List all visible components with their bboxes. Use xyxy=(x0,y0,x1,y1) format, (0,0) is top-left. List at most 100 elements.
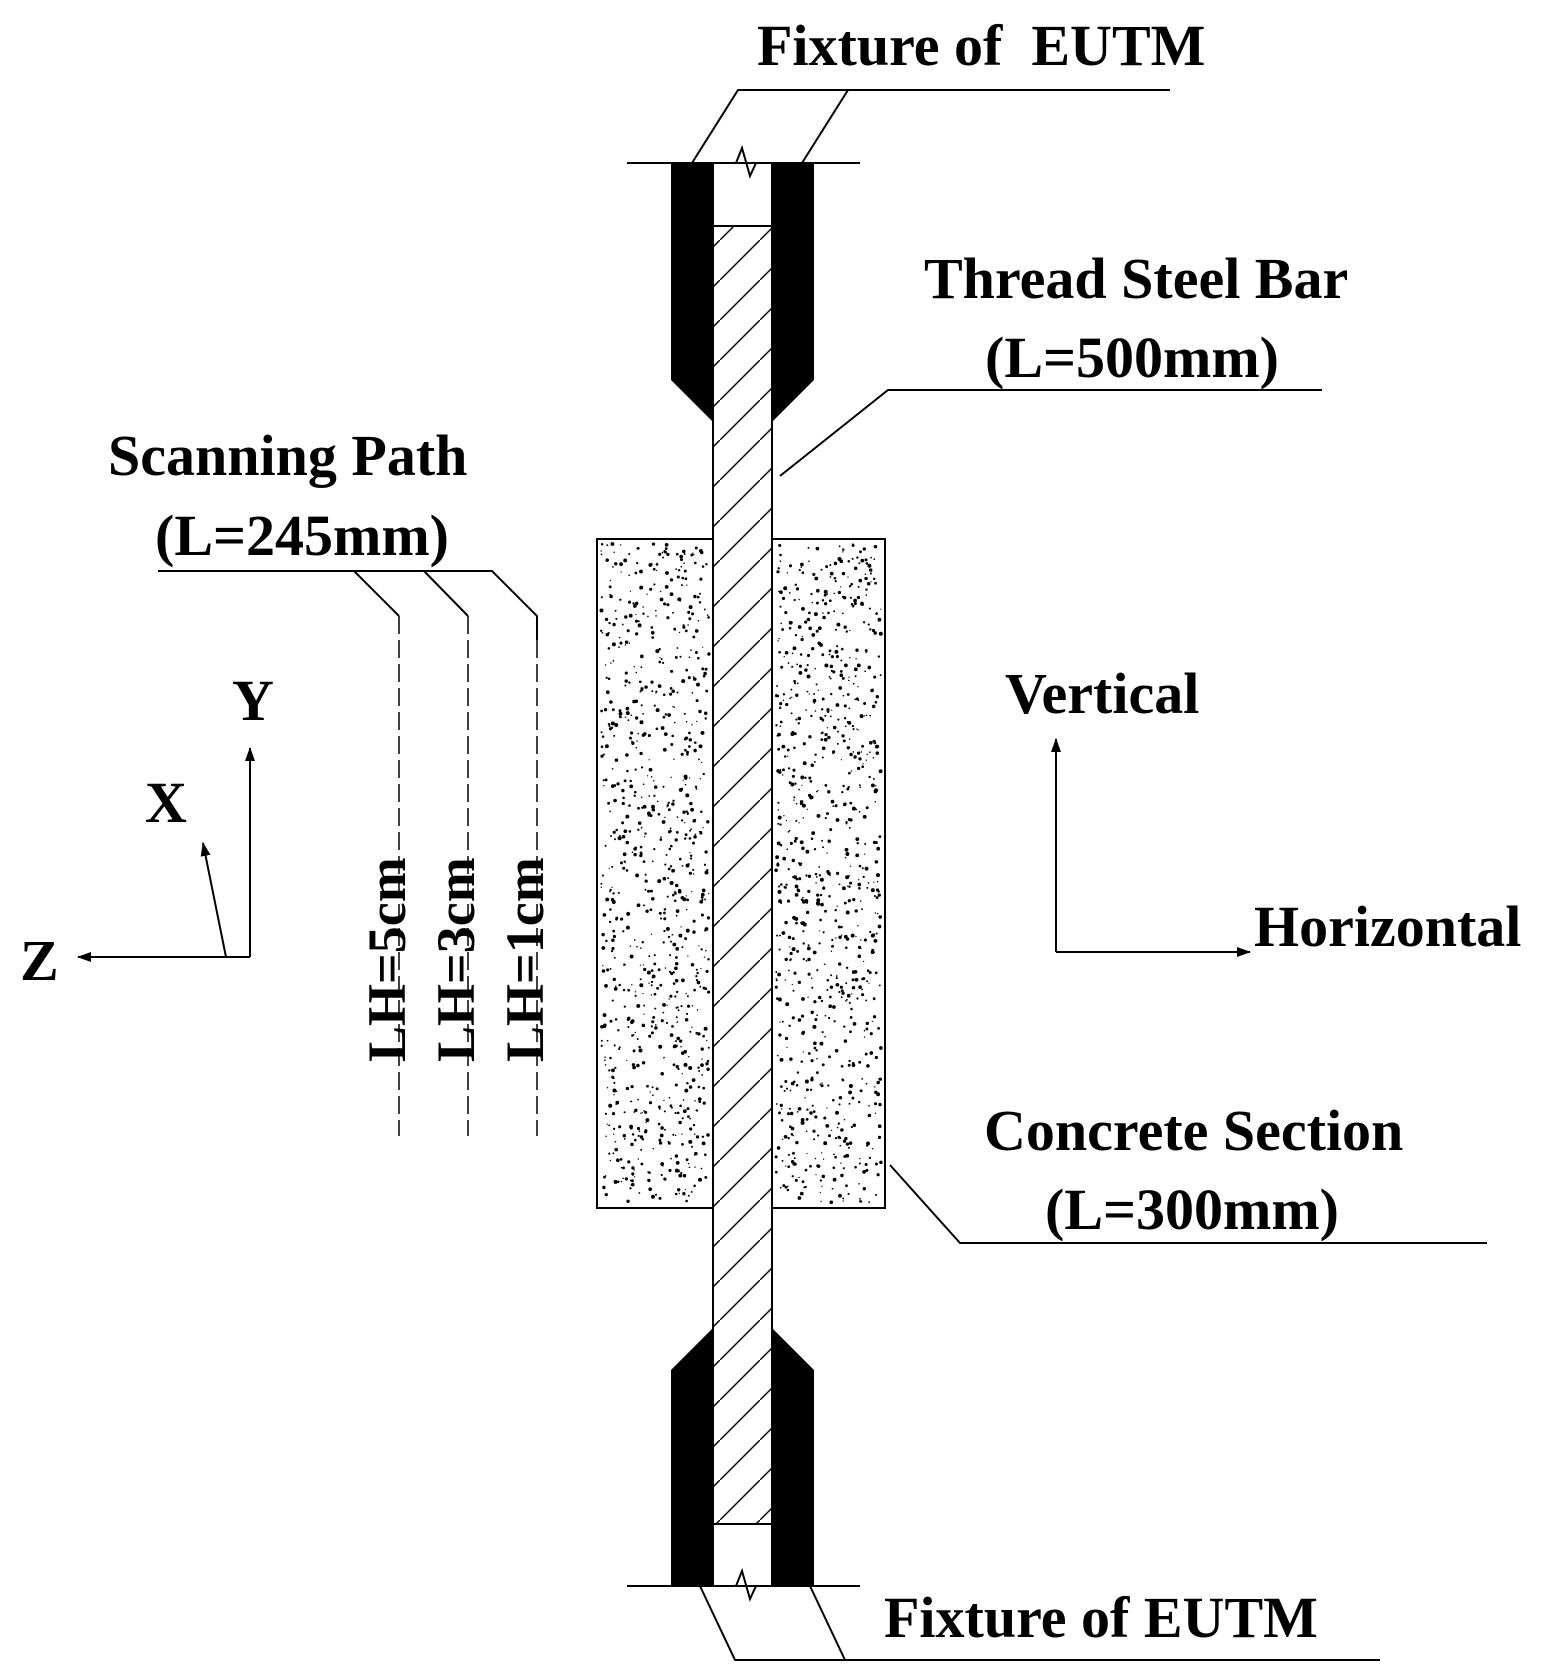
aggregate-speck xyxy=(616,782,620,786)
aggregate-speck xyxy=(802,896,804,899)
aggregate-speck xyxy=(613,1179,618,1184)
aggregate-speck xyxy=(645,1121,647,1124)
aggregate-speck xyxy=(674,956,678,959)
aggregate-speck xyxy=(600,550,602,552)
aggregate-speck xyxy=(660,1019,664,1023)
aggregate-speck xyxy=(637,806,640,810)
aggregate-speck xyxy=(842,784,845,788)
aggregate-speck xyxy=(788,829,791,832)
aggregate-speck xyxy=(815,882,817,884)
aggregate-speck xyxy=(859,1157,861,1160)
aggregate-speck xyxy=(653,847,656,851)
aggregate-speck xyxy=(809,780,813,783)
aggregate-speck xyxy=(684,833,688,837)
aggregate-speck xyxy=(851,543,854,546)
aggregate-speck xyxy=(815,601,819,605)
aggregate-speck xyxy=(675,568,678,570)
aggregate-speck xyxy=(644,685,648,689)
aggregate-speck xyxy=(600,553,603,556)
aggregate-speck xyxy=(819,877,824,882)
aggregate-speck xyxy=(847,786,850,789)
aggregate-speck xyxy=(775,971,778,973)
aggregate-speck xyxy=(627,988,631,992)
aggregate-speck xyxy=(684,937,688,941)
aggregate-speck xyxy=(877,1135,882,1139)
aggregate-speck xyxy=(633,794,636,797)
aggregate-speck xyxy=(678,631,681,634)
aggregate-speck xyxy=(781,596,786,601)
aggregate-speck xyxy=(797,722,800,725)
aggregate-speck xyxy=(859,1198,861,1200)
aggregate-speck xyxy=(681,1073,684,1075)
aggregate-speck xyxy=(623,558,628,563)
aggregate-speck xyxy=(775,979,778,982)
aggregate-speck xyxy=(695,699,699,703)
aggregate-speck xyxy=(863,1036,866,1038)
aggregate-speck xyxy=(612,929,616,933)
aggregate-speck xyxy=(604,1056,606,1058)
aggregate-speck xyxy=(676,691,679,694)
aggregate-speck xyxy=(643,904,645,907)
aggregate-speck xyxy=(804,620,808,624)
aggregate-speck xyxy=(798,670,803,675)
aggregate-speck xyxy=(605,690,610,695)
aggregate-speck xyxy=(620,1166,623,1169)
aggregate-speck xyxy=(670,1106,673,1109)
aggregate-speck xyxy=(810,763,815,768)
aggregate-speck xyxy=(824,732,828,737)
aggregate-speck xyxy=(864,573,867,576)
aggregate-speck xyxy=(686,813,689,816)
aggregate-speck xyxy=(666,1004,668,1006)
aggregate-speck xyxy=(626,1016,631,1021)
aggregate-speck xyxy=(701,1074,704,1076)
aggregate-speck xyxy=(823,593,827,597)
aggregate-speck xyxy=(821,731,824,734)
aggregate-speck xyxy=(704,870,709,875)
aggregate-speck xyxy=(700,896,704,899)
aggregate-speck xyxy=(633,939,636,941)
aggregate-speck xyxy=(864,649,868,652)
aggregate-speck xyxy=(705,1062,709,1066)
aggregate-speck xyxy=(649,1091,651,1093)
aggregate-speck xyxy=(786,755,789,758)
aggregate-speck xyxy=(618,646,620,648)
aggregate-speck xyxy=(624,679,628,683)
aggregate-speck xyxy=(843,717,847,720)
aggregate-speck xyxy=(774,1155,778,1159)
aggregate-speck xyxy=(853,667,858,672)
aggregate-speck xyxy=(618,711,623,716)
aggregate-speck xyxy=(679,558,684,562)
aggregate-speck xyxy=(682,625,686,629)
aggregate-speck xyxy=(842,1200,844,1202)
aggregate-speck xyxy=(849,865,852,867)
aggregate-speck xyxy=(687,1194,690,1197)
aggregate-speck xyxy=(778,650,781,654)
aggregate-speck xyxy=(844,725,847,728)
aggregate-speck xyxy=(786,1046,788,1049)
aggregate-speck xyxy=(817,1164,821,1168)
aggregate-speck xyxy=(610,662,612,664)
aggregate-speck xyxy=(840,659,843,662)
aggregate-speck xyxy=(668,847,672,851)
aggregate-speck xyxy=(785,702,789,707)
aggregate-speck xyxy=(637,620,640,623)
aggregate-speck xyxy=(829,1200,834,1205)
aggregate-speck xyxy=(664,713,668,716)
aggregate-speck xyxy=(813,1046,817,1050)
aggregate-speck xyxy=(784,920,788,925)
aggregate-speck xyxy=(874,785,877,787)
aggregate-speck xyxy=(843,1154,847,1158)
aggregate-speck xyxy=(781,744,786,749)
aggregate-speck xyxy=(619,562,624,567)
aggregate-speck xyxy=(842,551,844,553)
aggregate-speck xyxy=(688,837,692,840)
aggregate-speck xyxy=(838,1103,841,1106)
aggregate-speck xyxy=(787,1137,790,1140)
aggregate-speck xyxy=(786,848,789,851)
aggregate-speck xyxy=(648,1101,653,1105)
aggregate-speck xyxy=(604,617,609,622)
aggregate-speck xyxy=(691,1005,694,1007)
aggregate-speck xyxy=(699,550,704,555)
aggregate-speck xyxy=(786,1112,791,1116)
aggregate-speck xyxy=(800,637,804,642)
